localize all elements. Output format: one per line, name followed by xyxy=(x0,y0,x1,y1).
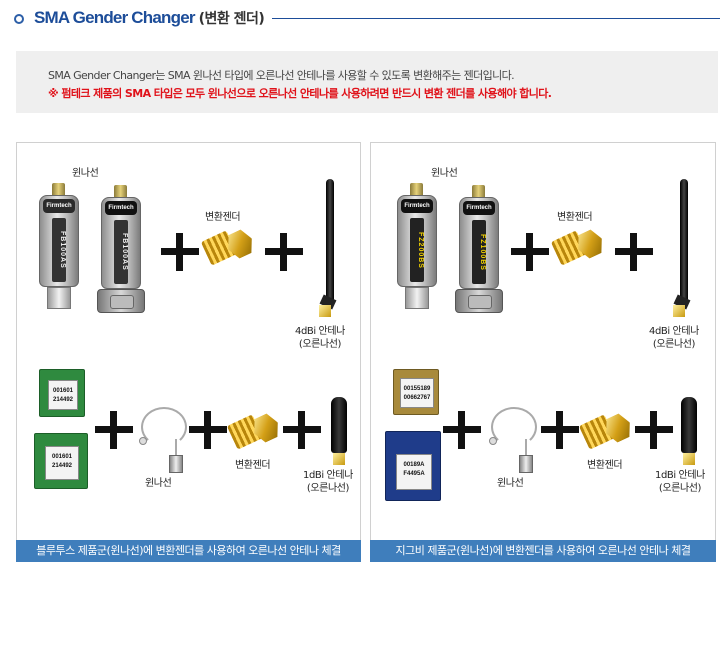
sma-gender-image xyxy=(226,411,281,451)
gender-label: 변환젠더 xyxy=(205,212,241,223)
antenna-1dbi-text: 1dBi 안테나 xyxy=(655,470,705,481)
antenna-1dbi-label: 1dBi 안테나 (오른나선) xyxy=(303,469,353,495)
antenna-1dbi-image xyxy=(679,397,699,467)
plus-icon xyxy=(95,411,133,449)
pigtail-cable-image xyxy=(487,405,543,475)
left-thread-label: 윈나선 xyxy=(72,168,99,179)
notice-description: SMA Gender Changer는 SMA 윈나선 타입에 오른나선 안테나… xyxy=(48,69,515,82)
antenna-4dbi-image xyxy=(671,179,695,319)
dongle-brand: Firmtech xyxy=(46,203,72,209)
antenna-4dbi-label: 4dBi 안테나 (오른나선) xyxy=(295,325,345,351)
gender-label-2: 변환젠더 xyxy=(235,460,271,471)
sma-gender-image xyxy=(200,227,255,267)
pigtail-cable-image xyxy=(137,405,193,475)
title-korean: (변환 젠더) xyxy=(198,11,265,27)
module-code: 00189A xyxy=(403,462,425,468)
zigbee-module-small: 00155189 00662767 xyxy=(393,369,439,415)
left-thread-label-2: 윈나선 xyxy=(497,478,524,489)
gender-label-2: 변환젠더 xyxy=(587,460,623,471)
antenna-1dbi-sub: (오른나선) xyxy=(658,483,702,494)
antenna-4dbi-text: 4dBi 안테나 xyxy=(295,326,345,337)
circle-bullet-icon xyxy=(14,14,24,24)
left-thread-label-2: 윈나선 xyxy=(145,478,172,489)
dongle-model: FB100AS xyxy=(52,218,66,282)
dongle-model: FZ100BS xyxy=(472,220,486,284)
antenna-4dbi-text: 4dBi 안테나 xyxy=(649,326,699,337)
plus-icon xyxy=(161,233,199,271)
section-header: SMA Gender Changer (변환 젠더) xyxy=(14,8,720,32)
plus-icon xyxy=(541,411,579,449)
notice-warning: ※ 펌테크 제품의 SMA 타입은 모두 윈나선으로 오른나선 안테나를 사용하… xyxy=(48,87,552,100)
zigbee-module-large: 00189A F4495A xyxy=(385,431,441,501)
dongle-model: FB100AS xyxy=(114,220,128,284)
antenna-4dbi-image xyxy=(317,179,341,319)
plus-icon xyxy=(265,233,303,271)
module-sub: F4495A xyxy=(403,471,425,477)
gender-label: 변환젠더 xyxy=(557,212,593,223)
antenna-4dbi-label: 4dBi 안테나 (오른나선) xyxy=(649,325,699,351)
dongle-brand: Firmtech xyxy=(108,205,134,211)
dongle-model: FZ200BS xyxy=(410,218,424,282)
antenna-1dbi-sub: (오른나선) xyxy=(306,483,350,494)
header-divider xyxy=(272,18,720,19)
bluetooth-module-small: 001601 214492 xyxy=(39,369,85,417)
module-code: 001601 xyxy=(51,454,73,460)
plus-icon xyxy=(283,411,321,449)
section-title: SMA Gender Changer (변환 젠더) xyxy=(34,8,265,28)
left-thread-label: 윈나선 xyxy=(431,168,458,179)
plus-icon xyxy=(443,411,481,449)
plus-icon xyxy=(635,411,673,449)
title-text: SMA Gender Changer xyxy=(34,8,195,27)
sma-gender-image xyxy=(550,227,605,267)
module-sub: 214492 xyxy=(51,463,73,469)
antenna-1dbi-text: 1dBi 안테나 xyxy=(303,470,353,481)
antenna-1dbi-label: 1dBi 안테나 (오른나선) xyxy=(655,469,705,495)
antenna-1dbi-image xyxy=(329,397,349,467)
bluetooth-panel-caption: 블루투스 제품군(윈나선)에 변환젠더를 사용하여 오른나선 안테나 체결 xyxy=(16,540,361,562)
antenna-4dbi-sub: (오른나선) xyxy=(652,339,696,350)
module-sub: 00662767 xyxy=(403,395,431,401)
dongle-brand: Firmtech xyxy=(466,205,492,211)
zigbee-panel-caption: 지그비 제품군(윈나선)에 변환젠더를 사용하여 오른나선 안테나 체결 xyxy=(370,540,716,562)
plus-icon xyxy=(615,233,653,271)
plus-icon xyxy=(189,411,227,449)
antenna-4dbi-sub: (오른나선) xyxy=(298,339,342,350)
module-code: 001601 xyxy=(52,388,74,394)
notice-box: SMA Gender Changer는 SMA 윈나선 타입에 오른나선 안테나… xyxy=(16,51,718,113)
module-code: 00155189 xyxy=(403,386,431,392)
bluetooth-module-large: 001601 214492 xyxy=(34,433,88,489)
module-sub: 214492 xyxy=(52,397,74,403)
dongle-brand: Firmtech xyxy=(404,203,430,209)
sma-gender-image xyxy=(578,411,633,451)
plus-icon xyxy=(511,233,549,271)
